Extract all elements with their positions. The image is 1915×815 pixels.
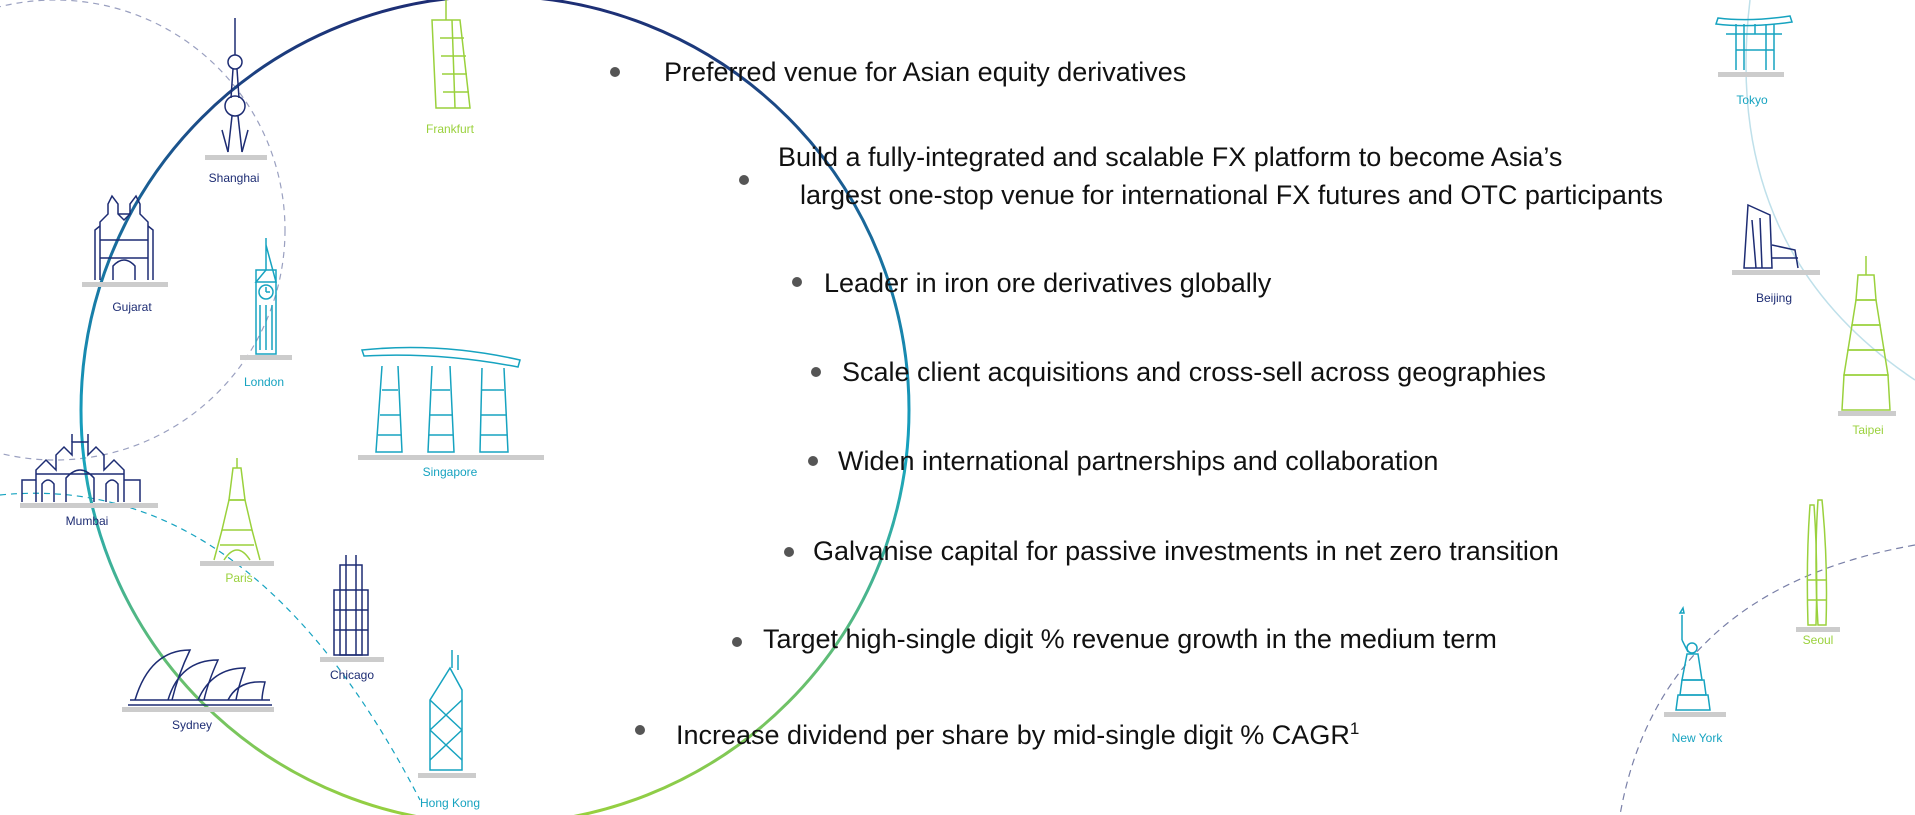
goal-dot-4 (811, 367, 821, 377)
sydney-base (122, 707, 274, 712)
tokyo-base (1718, 72, 1784, 77)
new-york-liberty-icon (1675, 605, 1711, 711)
goal-4-text: Scale client acquisitions and cross-sell… (842, 357, 1546, 387)
mumbai-gateway-icon (21, 434, 141, 502)
goal-2: Build a fully-integrated and scalable FX… (778, 138, 1663, 214)
goal-3: Leader in iron ore derivatives globally (824, 264, 1271, 302)
singapore-marina-bay-icon (360, 346, 521, 453)
goal-dot-5 (808, 456, 818, 466)
mumbai-base (20, 503, 158, 508)
city-label-singapore: Singapore (422, 465, 478, 479)
seoul-base (1796, 627, 1840, 632)
goal-2-text-line2: largest one-stop venue for international… (800, 180, 1663, 210)
gujarat-temple-icon (94, 194, 154, 280)
city-label-london: London (243, 375, 285, 389)
goal-2-text-line1: Build a fully-integrated and scalable FX… (778, 142, 1563, 172)
city-label-hong-kong: Hong Kong (419, 796, 481, 810)
goal-dot-3 (792, 277, 802, 287)
dashed-arc-upper-left (0, 0, 286, 461)
city-label-seoul: Seoul (1802, 633, 1834, 647)
dashed-arc-lower-left (0, 492, 421, 801)
city-label-chicago: Chicago (329, 668, 375, 682)
goal-dot-6 (784, 547, 794, 557)
london-base (240, 355, 292, 360)
goal-8: Increase dividend per share by mid-singl… (676, 710, 1359, 754)
goal-7-text: Target high-single digit % revenue growt… (763, 624, 1497, 654)
dashed-arc-lower-right (1619, 544, 1915, 815)
goal-3-text: Leader in iron ore derivatives globally (824, 268, 1272, 298)
city-label-beijing: Beijing (1755, 291, 1793, 305)
goal-5: Widen international partnerships and col… (838, 442, 1438, 480)
city-label-new-york: New York (1671, 731, 1723, 745)
shanghai-tower-icon (221, 18, 249, 153)
goal-8-text: Increase dividend per share by mid-singl… (676, 720, 1350, 750)
paris-base (200, 561, 274, 566)
goal-dot-7 (732, 637, 742, 647)
seoul-towers-icon (1806, 499, 1828, 626)
goal-1-text: Preferred venue for Asian equity derivat… (664, 57, 1187, 87)
hong-kong-base (418, 773, 476, 778)
city-label-taipei: Taipei (1852, 423, 1884, 437)
paris-eiffel-icon (213, 458, 261, 561)
taipei-101-icon (1841, 256, 1891, 411)
goal-6-text: Galvanise capital for passive investment… (813, 536, 1559, 566)
goal-dot-8 (635, 725, 645, 735)
beijing-building-icon (1743, 203, 1799, 269)
london-big-ben-icon (254, 238, 277, 355)
sydney-opera-house-icon (128, 649, 272, 706)
gujarat-base (82, 282, 168, 287)
singapore-base (358, 455, 544, 460)
city-label-shanghai: Shanghai (208, 171, 260, 185)
city-label-frankfurt: Frankfurt (425, 122, 475, 136)
city-label-tokyo: Tokyo (1736, 93, 1768, 107)
goal-1: Preferred venue for Asian equity derivat… (664, 53, 1186, 91)
frankfurt-tower-icon (431, 0, 471, 109)
taipei-base (1838, 411, 1896, 416)
beijing-base (1732, 270, 1820, 275)
city-label-paris: Paris (225, 571, 253, 585)
thin-arc-upper-right (1745, 0, 1915, 381)
goal-dot-1 (610, 67, 620, 77)
tokyo-torii-icon (1714, 15, 1793, 70)
goal-4: Scale client acquisitions and cross-sell… (842, 353, 1546, 391)
goal-8-footnote-marker: 1 (1349, 719, 1360, 738)
chicago-base (320, 657, 384, 662)
goal-5-text: Widen international partnerships and col… (838, 446, 1439, 476)
shanghai-base (205, 155, 267, 160)
city-label-sydney: Sydney (171, 718, 213, 732)
city-label-gujarat: Gujarat (112, 300, 152, 314)
city-label-mumbai: Mumbai (65, 514, 109, 528)
goal-7: Target high-single digit % revenue growt… (763, 620, 1497, 658)
hong-kong-tower-icon (429, 650, 463, 771)
new-york-base (1664, 712, 1726, 717)
goal-dot-2 (739, 175, 749, 185)
goal-6: Galvanise capital for passive investment… (813, 532, 1559, 570)
main-ring (79, 0, 911, 815)
chicago-tower-icon (333, 555, 369, 656)
